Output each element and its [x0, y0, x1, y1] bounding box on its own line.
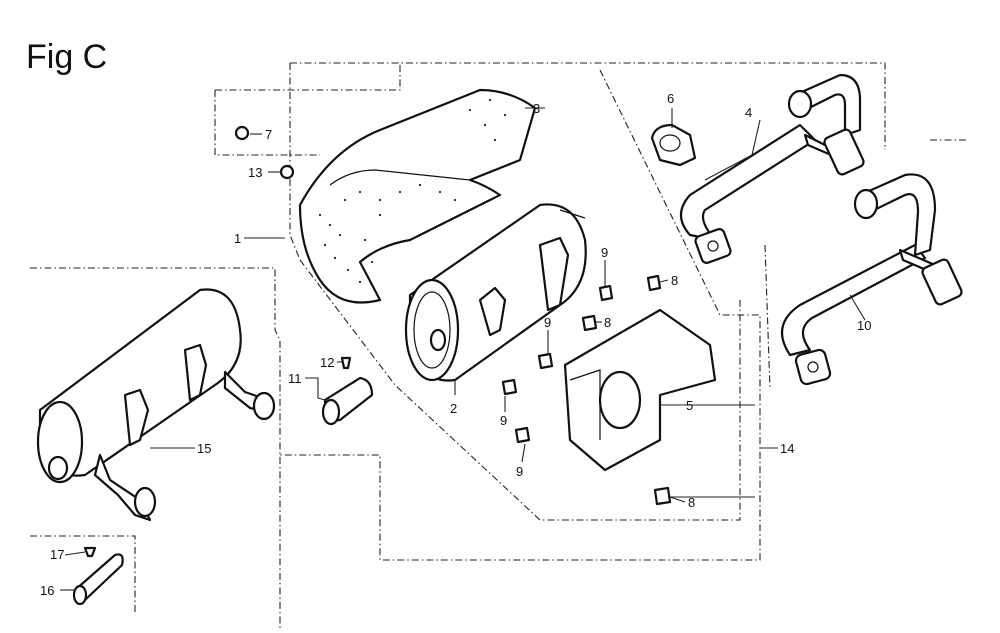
muffler-body	[404, 203, 587, 382]
group-outline-muffler	[289, 63, 301, 261]
callout-9a: 9	[601, 245, 608, 260]
pipe4-flange	[823, 128, 865, 176]
alt-muffler-bracket-rear	[183, 343, 208, 402]
muffler-bracket-front	[478, 286, 507, 337]
bolt-9b	[537, 352, 554, 370]
callout-15: 15	[197, 441, 211, 456]
callout-4: 4	[745, 105, 752, 120]
callout-12: 12	[320, 355, 334, 370]
callout-8b: 8	[604, 315, 611, 330]
screw-17	[83, 546, 97, 558]
bolt-9d	[514, 426, 531, 444]
callout-7: 7	[265, 127, 272, 142]
fasteners	[234, 125, 672, 506]
callout-3: 3	[533, 101, 540, 116]
callout-9d: 9	[516, 464, 523, 479]
heat-shield	[298, 88, 537, 304]
bolt-7	[234, 125, 250, 141]
group-outline-alt-muffler	[30, 267, 281, 630]
pipe10-flange	[921, 258, 963, 306]
callout-9c: 9	[500, 413, 507, 428]
alt-muffler-bracket-front	[123, 388, 150, 447]
callout-13: 13	[248, 165, 262, 180]
callout-10: 10	[857, 318, 871, 333]
screw-12	[340, 356, 352, 370]
group-outline-pipe10	[764, 244, 771, 391]
group-outline-spark	[30, 535, 136, 612]
callout-8a: 8	[671, 273, 678, 288]
group-outline-top	[290, 62, 886, 150]
figure-title: Fig C	[26, 38, 107, 76]
bolt-8c	[653, 486, 672, 506]
bolt-8a	[646, 274, 662, 292]
callout-2: 2	[450, 401, 457, 416]
callout-1: 1	[234, 231, 241, 246]
leader-lines	[60, 107, 866, 591]
callout-9b: 9	[544, 315, 551, 330]
exhaust-pipe-right	[780, 173, 963, 386]
spark-arrester-tube	[72, 546, 124, 606]
spark-arrester	[321, 356, 374, 426]
bolt-8b	[581, 314, 598, 332]
callout-14: 14	[780, 441, 794, 456]
group-outline-heatshield	[215, 63, 401, 91]
callout-8c: 8	[688, 495, 695, 510]
bolt-9a	[598, 284, 614, 302]
group-outline-inner	[299, 259, 741, 521]
pipe10-end-flange	[794, 348, 832, 386]
group-outline-left	[214, 90, 320, 156]
callout-17: 17	[50, 547, 64, 562]
muffler-bracket-rear	[538, 236, 570, 312]
bolt-9c	[501, 378, 518, 396]
heat-shield-perforations	[318, 98, 507, 284]
exhaust-pipe-upper	[679, 73, 865, 264]
nut-13	[279, 164, 295, 180]
alt-muffler	[36, 288, 276, 522]
mounting-bracket	[563, 308, 717, 472]
callout-11: 11	[288, 371, 302, 386]
callout-16: 16	[40, 583, 54, 598]
group-outline-assembly	[280, 69, 761, 561]
callout-6: 6	[667, 91, 674, 106]
callout-labels: 1 2 3 4 5 6 7 8 8 8 9 9 9 9 10 11 12 13 …	[40, 91, 871, 598]
group-outlines	[30, 62, 968, 630]
pipe4-end-flange	[694, 228, 732, 264]
callout-5: 5	[686, 398, 693, 413]
pipe-clamp	[650, 123, 697, 167]
